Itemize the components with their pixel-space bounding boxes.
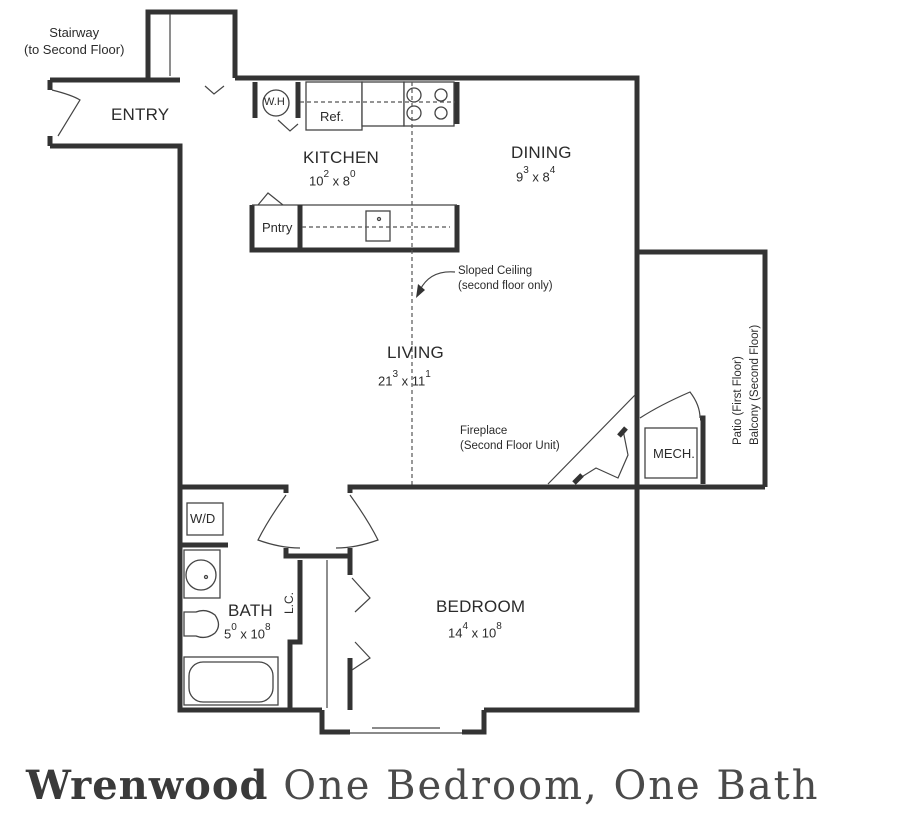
stairway-walls xyxy=(145,9,238,78)
kitchen-label: KITCHEN xyxy=(303,148,380,167)
dim-separator: x xyxy=(332,173,340,189)
bedroom-dim-b: 10 xyxy=(481,625,497,641)
dim-separator: x xyxy=(240,626,247,642)
bath-dim-a-sup: 0 xyxy=(231,622,237,633)
stairway-label-line1: Stairway xyxy=(49,25,100,40)
bath-dim-a: 5 xyxy=(224,626,232,642)
dining-label: DINING xyxy=(511,143,572,162)
refrigerator-label: Ref. xyxy=(320,109,344,124)
living-dimensions: 213 x 111 xyxy=(378,369,431,389)
patio-balcony-note: Patio (First Floor) Balcony (Second Floo… xyxy=(730,325,764,445)
entry-door-swing xyxy=(51,89,81,137)
bedroom-dimensions: 144 x 108 xyxy=(448,621,502,641)
kitchen-lower-counter xyxy=(249,192,460,253)
fireplace-line2: (Second Floor Unit) xyxy=(460,440,560,452)
bedroom-dim-a-sup: 4 xyxy=(462,621,469,632)
living-dim-a: 21 xyxy=(378,373,393,389)
dining-dimensions: 93 x 84 xyxy=(516,165,556,185)
washer-dryer-label: W/D xyxy=(190,511,216,526)
living-dim-b-sup: 1 xyxy=(425,369,431,380)
bath-fixtures xyxy=(183,502,279,706)
mech-label: MECH. xyxy=(653,446,695,461)
living-label: LIVING xyxy=(387,343,444,362)
balcony-line: Balcony (Second Floor) xyxy=(749,324,761,445)
linen-closet-label: L.C. xyxy=(282,591,296,614)
dining-dim-b: 8 xyxy=(542,169,550,185)
bath-dim-b-sup: 8 xyxy=(265,622,271,633)
kitchen-dim-b-sup: 0 xyxy=(350,169,356,180)
dim-separator: x xyxy=(401,373,409,389)
kitchen-dim-b: 8 xyxy=(342,173,351,189)
kitchen-dim-a-sup: 2 xyxy=(323,169,330,180)
dining-dim-a-sup: 3 xyxy=(523,165,529,176)
dim-separator: x xyxy=(471,625,479,641)
fireplace-note: Fireplace (Second Floor Unit) xyxy=(460,424,560,454)
kitchen-dim-a: 10 xyxy=(309,173,324,189)
bath-label: BATH xyxy=(228,601,273,620)
kitchen-dimensions: 102 x 80 xyxy=(309,169,356,189)
dining-dim-b-sup: 4 xyxy=(549,165,556,176)
interior-walls xyxy=(182,249,768,710)
living-dim-a-sup: 3 xyxy=(392,369,399,380)
sloped-ceiling-line2: (second floor only) xyxy=(458,280,553,292)
plan-title-brand: Wrenwood xyxy=(26,762,269,809)
water-heater-label: W.H xyxy=(264,96,285,108)
kitchen-upper-counter xyxy=(252,81,460,132)
pantry-label: Pntry xyxy=(262,220,293,235)
dim-separator: x xyxy=(532,169,539,185)
plan-title: Wrenwood One Bedroom, One Bath xyxy=(26,762,820,809)
patio-line: Patio (First Floor) xyxy=(732,356,744,445)
bath-dim-b: 10 xyxy=(250,626,266,642)
fireplace-line1: Fireplace xyxy=(460,425,508,437)
bath-dimensions: 50 x 108 xyxy=(224,622,271,642)
sloped-ceiling-note: Sloped Ceiling (second floor only) xyxy=(458,264,553,294)
bedroom-dim-b-sup: 8 xyxy=(496,621,502,632)
fireplace-mech xyxy=(547,391,706,485)
entry-label: ENTRY xyxy=(111,105,170,124)
living-dim-b: 11 xyxy=(411,373,426,389)
plan-title-subtitle: One Bedroom, One Bath xyxy=(283,763,820,809)
stairway-label-line2: (to Second Floor) xyxy=(24,42,125,57)
dining-dim-a: 9 xyxy=(516,169,524,185)
stairway-label: Stairway (to Second Floor) xyxy=(24,24,124,58)
sloped-ceiling-line1: Sloped Ceiling xyxy=(458,265,533,277)
bedroom-dim-a: 14 xyxy=(448,625,463,641)
exterior-walls xyxy=(47,75,640,735)
bedroom-label: BEDROOM xyxy=(436,597,526,616)
